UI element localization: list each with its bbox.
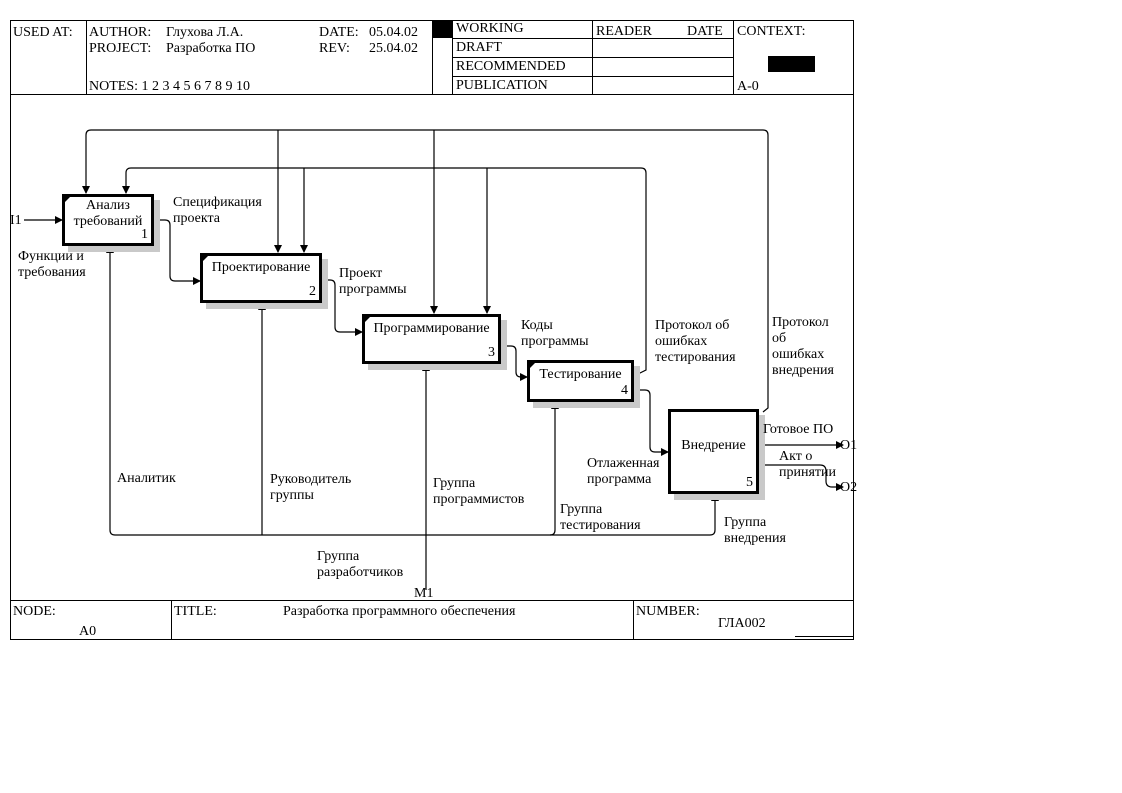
working-status-marker — [432, 20, 452, 38]
reader-label: READER — [596, 24, 652, 39]
flow-arrow — [501, 345, 528, 381]
status-label: RECOMMENDED — [456, 59, 566, 74]
reader-row-line — [593, 38, 733, 39]
output-code-label: O1 — [840, 438, 858, 453]
status-draft: DRAFT — [453, 39, 593, 58]
activity-number: 5 — [746, 475, 753, 490]
project-label: Проект программы — [339, 266, 407, 297]
impl-protocol-label: Протокол об ошибках внедрения — [772, 315, 834, 378]
codes-label: Коды программы — [521, 318, 589, 349]
diagram-title: Разработка программного обеспечения — [283, 604, 516, 619]
corner-mark — [364, 316, 371, 323]
footer-divider — [171, 600, 172, 640]
status-publication: PUBLICATION — [453, 77, 593, 95]
date-label: DATE: — [319, 25, 359, 40]
context-label: CONTEXT: — [737, 24, 806, 39]
header-divider — [86, 20, 87, 95]
footer-line — [795, 636, 854, 637]
test-protocol-label: Протокол об ошибках тестирования — [655, 318, 736, 365]
corner-mark — [202, 255, 209, 262]
debugged-program-label: Отлаженная программа — [587, 456, 660, 487]
corner-mark — [529, 362, 536, 369]
status-label: DRAFT — [456, 40, 502, 55]
implementers-label: Группа внедрения — [724, 515, 786, 546]
developers-label: Группа разработчиков — [317, 549, 404, 580]
activity-label: Программирование — [373, 321, 490, 336]
ready-software-label: Готовое ПО — [763, 422, 834, 437]
corner-mark — [64, 196, 71, 203]
status-working: WORKING — [453, 20, 593, 39]
activity-number: 1 — [141, 227, 148, 242]
activity-box-analysis[interactable]: Анализ требований 1 — [62, 194, 154, 246]
mechanism-bus — [115, 493, 719, 536]
act-label: Акт о принятии — [779, 449, 837, 480]
mechanism-arrow — [106, 245, 116, 536]
analyst-label: Аналитик — [117, 471, 176, 486]
activity-label: Внедрение — [681, 438, 746, 453]
activity-number: 4 — [621, 383, 628, 398]
flow-arrow — [322, 279, 363, 336]
author-label: AUTHOR: — [89, 25, 152, 40]
mechanism-arrow — [549, 401, 559, 536]
activity-box-testing[interactable]: Тестирование 4 — [527, 360, 634, 402]
node-value: A0 — [79, 624, 97, 639]
programmers-label: Группа программистов — [433, 476, 525, 507]
mechanism-code-label: M1 — [414, 586, 434, 601]
project-value: Разработка ПО — [166, 41, 256, 56]
activity-label: Анализ требований — [73, 198, 143, 229]
header-divider — [733, 20, 734, 95]
reader-row-line — [593, 76, 733, 77]
flow-arrow — [154, 219, 201, 285]
control-loop-inner — [122, 167, 647, 375]
project-label: PROJECT: — [89, 41, 152, 56]
title-label: TITLE: — [174, 604, 217, 619]
node-label: NODE: — [13, 604, 56, 619]
output-code-label: O2 — [840, 480, 858, 495]
number-value: ГЛА002 — [718, 616, 766, 631]
reader-row-line — [593, 57, 733, 58]
reader-date-label: DATE — [687, 24, 723, 39]
rev-value: 25.04.02 — [369, 41, 418, 56]
spec-label: Спецификация проекта — [173, 195, 262, 226]
input-code-label: I1 — [10, 213, 22, 228]
activity-number: 3 — [488, 345, 495, 360]
activity-box-programming[interactable]: Программирование 3 — [362, 314, 501, 364]
used-at-label: USED AT: — [13, 25, 73, 40]
activity-box-implementation[interactable]: Внедрение 5 — [668, 409, 759, 494]
activity-box-design[interactable]: Проектирование 2 — [200, 253, 322, 303]
header-divider — [452, 20, 453, 95]
footer-divider — [633, 600, 634, 640]
author-value: Глухова Л.А. — [166, 25, 244, 40]
activity-label: Проектирование — [211, 260, 311, 275]
date-value: 05.04.02 — [369, 25, 418, 40]
activity-number: 2 — [309, 284, 316, 299]
header-divider — [432, 20, 433, 95]
status-label: PUBLICATION — [456, 78, 548, 93]
notes: NOTES: 1 2 3 4 5 6 7 8 9 10 — [89, 79, 250, 94]
context-node-marker — [768, 56, 815, 72]
status-label: WORKING — [456, 21, 524, 36]
output-arrow — [759, 464, 844, 491]
control-loop-outer — [82, 129, 769, 413]
context-node: A-0 — [737, 79, 759, 94]
number-label: NUMBER: — [636, 604, 700, 619]
flow-arrow — [634, 389, 669, 456]
rev-label: REV: — [319, 41, 350, 56]
status-recommended: RECOMMENDED — [453, 58, 593, 77]
group-lead-label: Руководитель группы — [270, 472, 352, 503]
footer-top-line — [10, 600, 854, 601]
testers-label: Группа тестирования — [560, 502, 641, 533]
functions-label: Функции и требования — [18, 249, 86, 280]
activity-label: Тестирование — [539, 367, 622, 382]
